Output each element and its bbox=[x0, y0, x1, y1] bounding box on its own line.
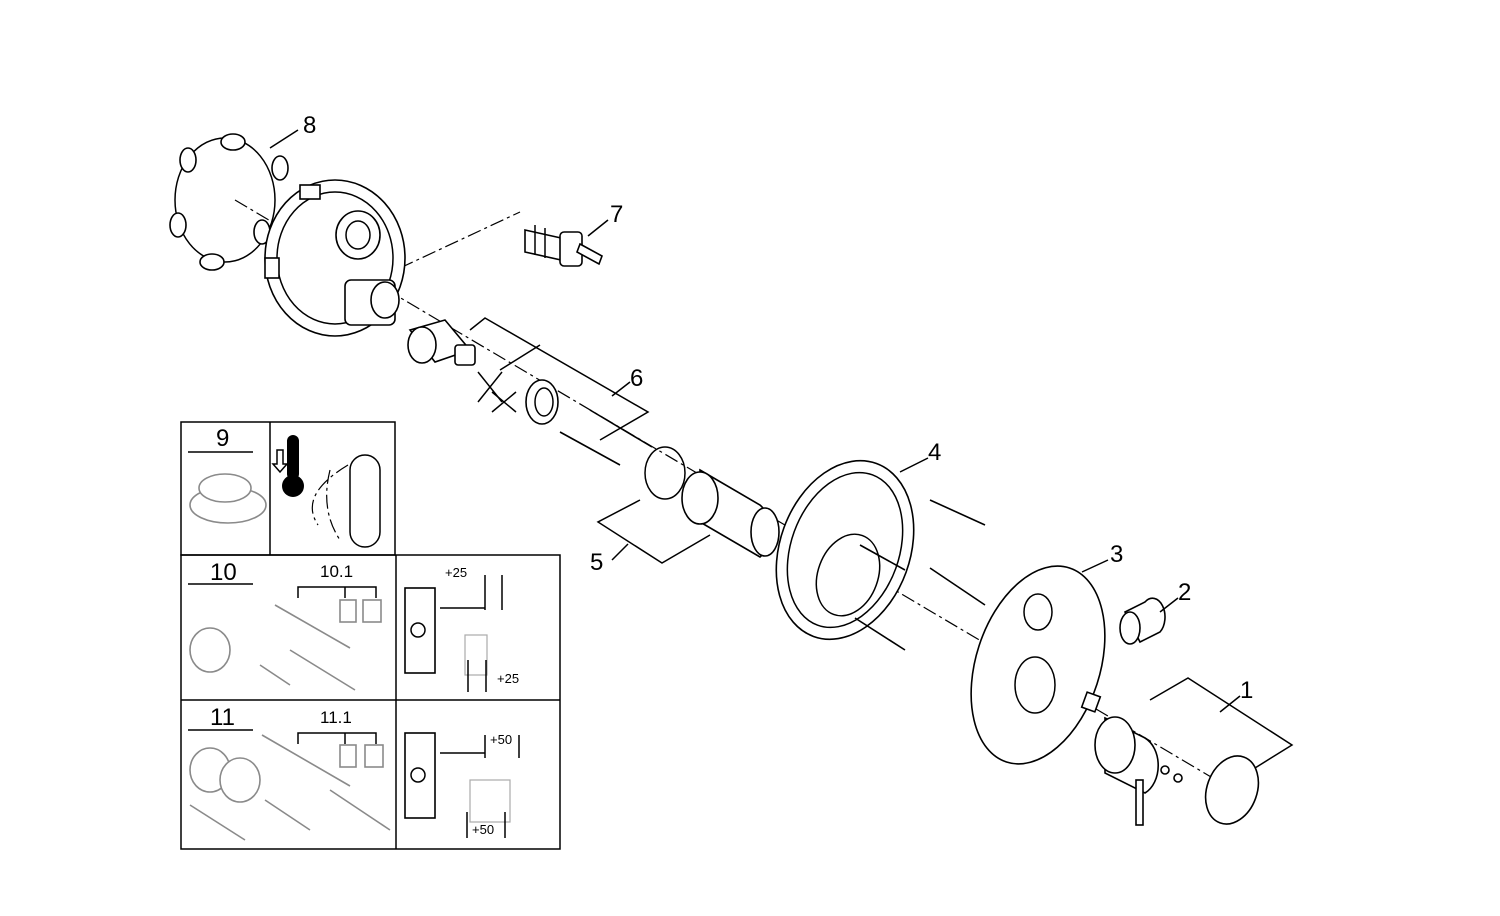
panel-9-label: 9 bbox=[216, 425, 229, 452]
arrow-down-icon bbox=[271, 449, 289, 474]
leader-7 bbox=[587, 219, 609, 237]
panel-10-sublabel: 10.1 bbox=[320, 562, 353, 581]
leader-1 bbox=[1219, 695, 1241, 713]
panel-11-dim-bottom: +50 bbox=[472, 822, 494, 837]
handle-lever-icon bbox=[349, 454, 381, 548]
part-6-thermostatic-cartridge bbox=[407, 319, 653, 466]
panel-11-dim-top: +50 bbox=[490, 732, 512, 747]
thermometer-icon bbox=[282, 435, 304, 497]
callout-3: 3 bbox=[1110, 541, 1123, 568]
part-4-mounting-plate bbox=[775, 459, 986, 651]
leader-2 bbox=[1159, 597, 1179, 613]
panel-11-label: 11 bbox=[210, 704, 235, 731]
callout-8: 8 bbox=[303, 112, 316, 139]
bracket-1 bbox=[1149, 677, 1294, 769]
callout-5: 5 bbox=[590, 549, 603, 576]
part-3-escutcheon bbox=[970, 565, 1106, 765]
leader-6 bbox=[611, 381, 631, 397]
panel-10-dim-top: +25 bbox=[445, 565, 467, 580]
callout-4: 4 bbox=[928, 439, 941, 466]
part-2-diverter-knob bbox=[1119, 597, 1166, 645]
callout-6: 6 bbox=[630, 365, 643, 392]
panel-10-label: 10 bbox=[210, 559, 237, 586]
accessory-panels: 9 10 10.1 +25 +25 11 11.1 bbox=[180, 421, 561, 850]
callout-7: 7 bbox=[610, 201, 623, 228]
panel-11-sublabel: 11.1 bbox=[320, 708, 352, 727]
panel-10-dim-bottom: +25 bbox=[497, 671, 519, 686]
bracket-5 bbox=[596, 499, 711, 564]
callout-1: 1 bbox=[1240, 677, 1253, 704]
valve-body-housing bbox=[264, 179, 406, 337]
callout-2: 2 bbox=[1178, 579, 1191, 606]
leader-8 bbox=[269, 129, 299, 149]
part-5-extension-sleeve bbox=[644, 446, 780, 558]
part-7-diverter-cartridge bbox=[524, 225, 603, 267]
leader-3 bbox=[1081, 559, 1109, 573]
part-1-handle bbox=[1080, 691, 1260, 826]
leader-5 bbox=[611, 543, 629, 561]
bracket-6-tick bbox=[499, 344, 541, 371]
part-8-seal-ring bbox=[169, 133, 289, 271]
cartridge-axis bbox=[399, 211, 521, 269]
leader-4 bbox=[899, 457, 929, 473]
bracket-6 bbox=[469, 317, 650, 441]
